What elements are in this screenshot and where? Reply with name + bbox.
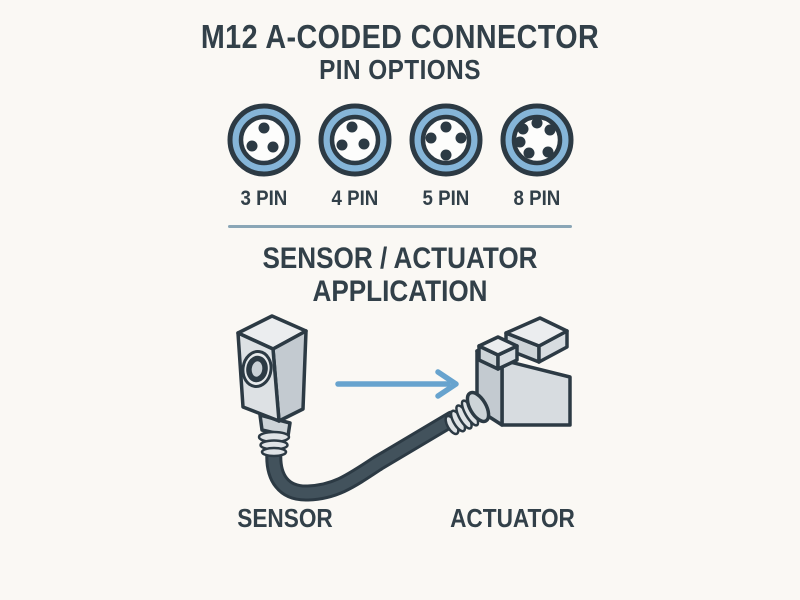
sensor-thread-neck bbox=[257, 413, 292, 458]
actuator-front-face bbox=[500, 358, 572, 427]
connector-5pin: 5 PIN bbox=[407, 101, 485, 210]
pin-options-row: 3 PIN 4 PIN 5 PIN 8 PIN bbox=[0, 101, 800, 210]
application-title-line1: SENSOR / ACTUATOR bbox=[262, 242, 538, 275]
sensor-illustration bbox=[236, 314, 308, 458]
pin-count-label: 5 PIN bbox=[422, 186, 469, 210]
sensor-label: SENSOR bbox=[237, 503, 333, 533]
sensor-actuator-illustration bbox=[236, 314, 572, 502]
pin-count-label: 3 PIN bbox=[240, 186, 287, 210]
actuator-illustration bbox=[444, 316, 572, 436]
connector-cable bbox=[265, 410, 461, 502]
sensor-eye-icon bbox=[241, 350, 273, 388]
actuator-front-block bbox=[477, 335, 519, 371]
main-title: M12 A-CODED CONNECTOR bbox=[200, 18, 600, 55]
connector-face-icon bbox=[409, 103, 482, 177]
pin-count-label: 4 PIN bbox=[331, 186, 378, 210]
section-divider bbox=[228, 225, 572, 228]
connector-face-icon bbox=[227, 103, 300, 177]
connector-3pin: 3 PIN bbox=[225, 101, 303, 210]
main-subtitle: PIN OPTIONS bbox=[319, 54, 481, 85]
connector-face-icon bbox=[500, 103, 573, 177]
connector-4pin: 4 PIN bbox=[316, 101, 394, 210]
connector-face-icon bbox=[318, 103, 391, 177]
actuator-thread-connector bbox=[444, 390, 491, 436]
application-title-line2: APPLICATION bbox=[312, 275, 488, 308]
connector-8pin: 8 PIN bbox=[498, 101, 576, 210]
actuator-rear-block bbox=[504, 316, 569, 364]
actuator-label: ACTUATOR bbox=[450, 503, 575, 533]
flow-arrow-icon bbox=[335, 369, 459, 399]
pin-count-label: 8 PIN bbox=[513, 186, 560, 210]
